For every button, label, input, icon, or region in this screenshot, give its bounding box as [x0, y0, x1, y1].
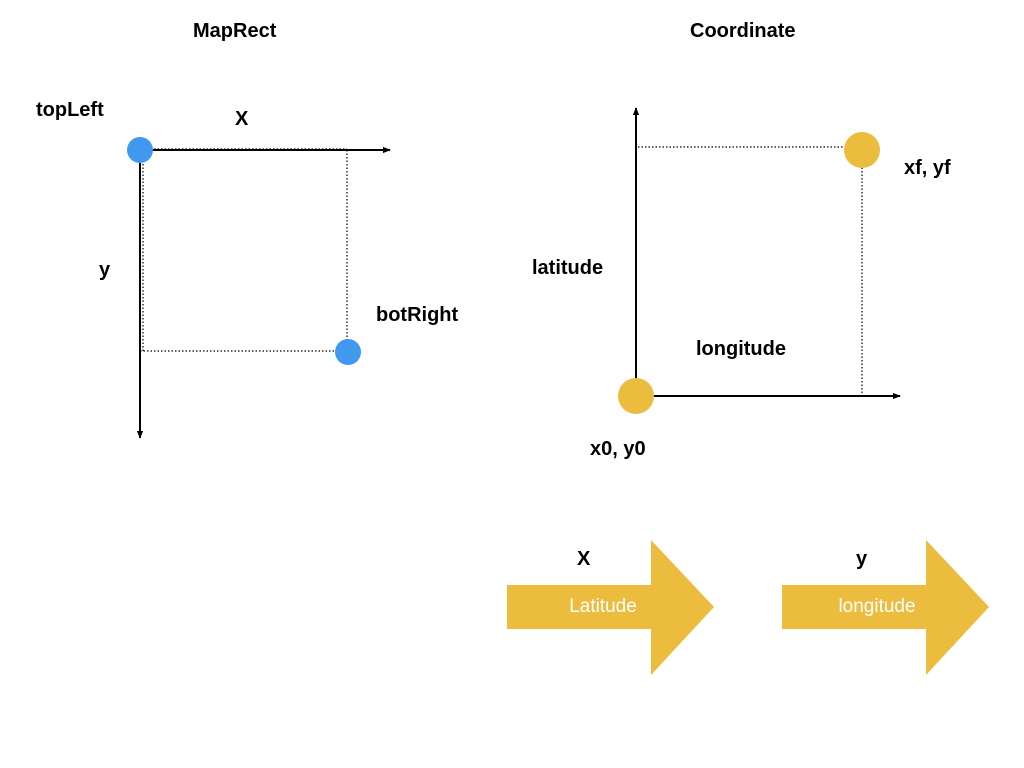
latitude-arrow-text: Latitude — [569, 596, 637, 617]
left-arrow-top-label: X — [577, 548, 591, 570]
top-left-label: topLeft — [36, 99, 104, 121]
origin-point — [618, 378, 654, 414]
origin-label: x0, y0 — [590, 438, 646, 460]
maprect-x-axis-label: X — [235, 108, 249, 130]
top-left-point — [127, 137, 153, 163]
longitude-label: longitude — [696, 338, 786, 360]
coordinate-title: Coordinate — [690, 20, 796, 42]
maprect-title: MapRect — [193, 20, 277, 42]
coordinate-panel — [618, 107, 901, 414]
maprect-y-axis-label: y — [99, 259, 111, 281]
latitude-arrow-shape — [507, 540, 714, 675]
longitude-arrow-text: longitude — [838, 596, 916, 617]
bot-right-label: botRight — [376, 304, 459, 326]
mapping-arrows — [507, 540, 989, 675]
maprect-panel — [127, 137, 391, 439]
max-point-label: xf, yf — [904, 157, 951, 179]
max-point — [844, 132, 880, 168]
longitude-arrow-shape — [782, 540, 989, 675]
bot-right-point — [335, 339, 361, 365]
right-arrow-top-label: y — [856, 548, 868, 570]
latitude-label: latitude — [532, 257, 604, 279]
